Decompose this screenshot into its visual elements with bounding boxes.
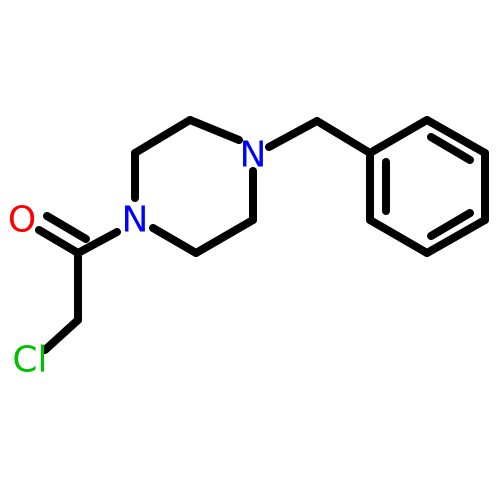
piperazine-ring — [131, 116, 257, 257]
bond-phenyl-inner-2 — [427, 209, 474, 240]
atom-cl-label: Cl — [12, 340, 47, 381]
bond-ch2-cl — [41, 316, 82, 354]
bond-n4-ch2 — [265, 117, 321, 151]
bond-phenyl-1 — [366, 116, 431, 157]
bond-c5-c6 — [192, 216, 257, 257]
bond-n1-carbonyl — [74, 228, 121, 257]
atom-n1-label: N — [122, 200, 149, 241]
bond-n4-c3 — [186, 116, 243, 144]
bond-phenyl-5 — [366, 216, 431, 257]
bond-phenyl-2 — [423, 116, 489, 157]
atom-o-label: O — [8, 200, 36, 241]
bond-phenyl-4 — [423, 216, 489, 257]
bond-ch2-phenyl — [313, 117, 374, 157]
atom-n4-label: N — [240, 135, 267, 176]
phenyl-ring — [366, 116, 489, 257]
bond-c3-c2 — [131, 116, 194, 157]
bond-phenyl-inner-1 — [427, 133, 474, 164]
bond-carbonyl-o-b — [43, 212, 90, 243]
chloroacetyl-group — [35, 212, 121, 354]
bond-c6-n1 — [149, 224, 200, 257]
bond-carbonyl-o-a — [35, 226, 82, 257]
